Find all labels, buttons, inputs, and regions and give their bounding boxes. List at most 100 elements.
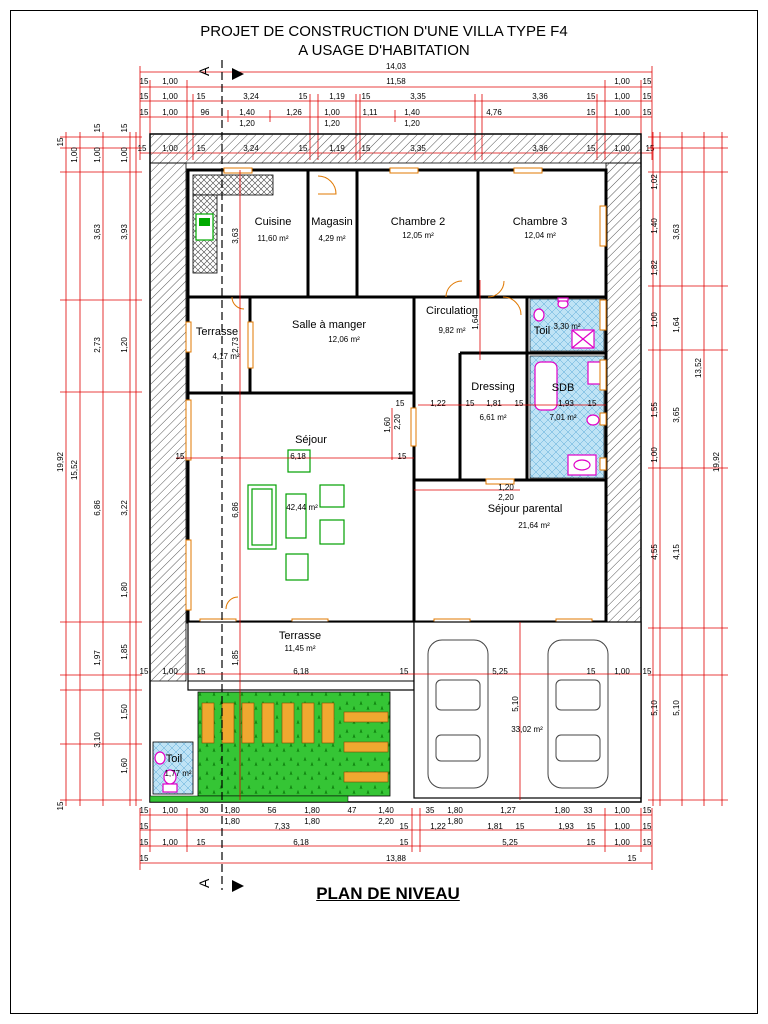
svg-text:15: 15 xyxy=(197,667,206,676)
svg-text:1,27: 1,27 xyxy=(500,806,516,815)
svg-text:3,10: 3,10 xyxy=(93,732,102,748)
dim-left-a: 15,52 xyxy=(70,459,79,480)
section-marker-top: A xyxy=(196,66,244,80)
svg-text:1,00: 1,00 xyxy=(162,77,178,86)
room-sejour-parental: Séjour parental xyxy=(488,503,563,515)
section-marker-bottom: A xyxy=(196,878,244,892)
dim-top-inner: 11,58 xyxy=(386,77,406,86)
svg-text:9,82 m²: 9,82 m² xyxy=(438,326,465,335)
svg-text:2,20: 2,20 xyxy=(498,493,514,502)
svg-text:15: 15 xyxy=(587,838,596,847)
svg-text:1,22: 1,22 xyxy=(430,822,446,831)
living-furniture xyxy=(247,449,345,581)
svg-text:15: 15 xyxy=(643,667,652,676)
svg-text:1,80: 1,80 xyxy=(304,806,320,815)
svg-text:1,00: 1,00 xyxy=(650,312,659,328)
svg-text:1,80: 1,80 xyxy=(224,817,240,826)
svg-text:12,04 m²: 12,04 m² xyxy=(524,231,556,240)
room-toilet-bottom: Toil xyxy=(166,753,183,765)
svg-text:1,00: 1,00 xyxy=(93,147,102,163)
svg-text:15: 15 xyxy=(197,838,206,847)
svg-text:3,24: 3,24 xyxy=(243,92,259,101)
svg-text:1,80: 1,80 xyxy=(120,582,129,598)
svg-text:1,93: 1,93 xyxy=(558,399,574,408)
room-cuisine: Cuisine xyxy=(255,216,292,228)
right-dimension-texts: 19,92 13,52 3,63 1,64 3,65 4,15 5,10 1,0… xyxy=(650,174,721,716)
svg-text:1,80: 1,80 xyxy=(447,817,463,826)
svg-text:7,01 m²: 7,01 m² xyxy=(549,413,576,422)
svg-text:15: 15 xyxy=(587,108,596,117)
svg-text:1,60: 1,60 xyxy=(383,417,392,433)
svg-text:15: 15 xyxy=(643,838,652,847)
svg-text:2,73: 2,73 xyxy=(93,337,102,353)
svg-text:1,00: 1,00 xyxy=(614,838,630,847)
svg-text:4,55: 4,55 xyxy=(650,544,659,560)
svg-text:3,63: 3,63 xyxy=(93,224,102,240)
svg-text:1,22: 1,22 xyxy=(430,399,446,408)
svg-text:5,10: 5,10 xyxy=(511,696,520,712)
svg-text:4,29 m²: 4,29 m² xyxy=(318,234,345,243)
svg-text:15: 15 xyxy=(466,399,475,408)
svg-text:15: 15 xyxy=(628,854,637,863)
project-subtitle: A USAGE D'HABITATION xyxy=(298,42,470,59)
svg-text:15: 15 xyxy=(516,822,525,831)
svg-text:15: 15 xyxy=(400,667,409,676)
svg-text:15: 15 xyxy=(140,822,149,831)
svg-text:6,18: 6,18 xyxy=(293,838,309,847)
svg-text:3,35: 3,35 xyxy=(410,92,426,101)
svg-text:3,63: 3,63 xyxy=(672,224,681,240)
svg-text:5,25: 5,25 xyxy=(502,838,518,847)
svg-text:1,40: 1,40 xyxy=(404,108,420,117)
svg-text:1,00: 1,00 xyxy=(120,147,129,163)
svg-text:15: 15 xyxy=(643,77,652,86)
svg-text:15: 15 xyxy=(140,667,149,676)
svg-text:56: 56 xyxy=(268,806,277,815)
svg-text:15: 15 xyxy=(56,801,65,810)
dim-bottom-total: 13,88 xyxy=(386,854,407,863)
svg-text:1,00: 1,00 xyxy=(70,147,79,163)
svg-text:15: 15 xyxy=(400,822,409,831)
svg-text:15: 15 xyxy=(176,452,185,461)
side-dimension-lines xyxy=(60,132,728,806)
svg-text:1,00: 1,00 xyxy=(162,838,178,847)
svg-text:1,00: 1,00 xyxy=(614,806,630,815)
svg-text:15: 15 xyxy=(140,806,149,815)
svg-text:2,20: 2,20 xyxy=(378,817,394,826)
svg-text:1,00: 1,00 xyxy=(614,822,630,831)
svg-text:1,00: 1,00 xyxy=(614,77,630,86)
svg-text:15: 15 xyxy=(646,144,655,153)
svg-text:6,18: 6,18 xyxy=(293,667,309,676)
dim-top-total: 14,03 xyxy=(386,62,407,71)
svg-text:15: 15 xyxy=(197,92,206,101)
svg-text:1,20: 1,20 xyxy=(324,119,340,128)
svg-text:15: 15 xyxy=(515,399,524,408)
svg-text:1,40: 1,40 xyxy=(650,218,659,234)
room-sdb: SDB xyxy=(552,382,575,394)
svg-text:3,22: 3,22 xyxy=(120,500,129,516)
car-icon xyxy=(427,639,609,789)
svg-text:12,05 m²: 12,05 m² xyxy=(402,231,434,240)
svg-text:1,97: 1,97 xyxy=(93,650,102,666)
svg-text:1,85: 1,85 xyxy=(231,650,240,666)
toilet-icon xyxy=(154,297,603,793)
interior-dimension-texts: 6,18 15 15 15 1,22 15 1,81 15 1,93 15 1,… xyxy=(140,228,652,712)
svg-text:1,40: 1,40 xyxy=(378,806,394,815)
room-garage: 33,02 m² xyxy=(511,725,543,734)
svg-text:15: 15 xyxy=(56,137,65,146)
svg-text:15: 15 xyxy=(140,77,149,86)
svg-text:1,00: 1,00 xyxy=(614,667,630,676)
svg-text:47: 47 xyxy=(348,806,357,815)
svg-text:1,85: 1,85 xyxy=(120,644,129,660)
svg-text:1,20: 1,20 xyxy=(498,483,514,492)
svg-text:3,30 m²: 3,30 m² xyxy=(553,322,580,331)
svg-text:1,82: 1,82 xyxy=(650,260,659,276)
svg-text:6,61 m²: 6,61 m² xyxy=(479,413,506,422)
svg-text:3,65: 3,65 xyxy=(672,407,681,423)
svg-text:15: 15 xyxy=(362,92,371,101)
svg-text:4,76: 4,76 xyxy=(486,108,502,117)
svg-text:1,26: 1,26 xyxy=(286,108,302,117)
svg-text:1,02: 1,02 xyxy=(650,174,659,190)
svg-text:1,00: 1,00 xyxy=(162,667,178,676)
room-terrasse-front: Terrasse xyxy=(279,630,321,642)
